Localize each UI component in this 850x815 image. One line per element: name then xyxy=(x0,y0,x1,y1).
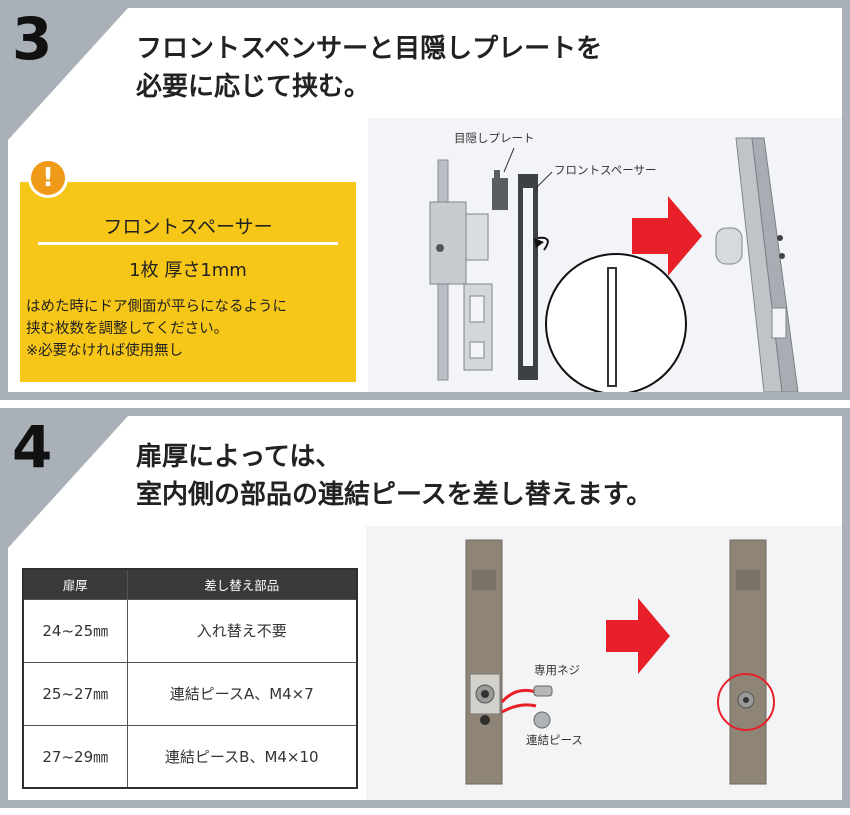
red-arrow-icon xyxy=(632,196,702,276)
note-body-line-2: 挟む枚数を調整してください。 xyxy=(26,321,229,337)
red-arrow-icon xyxy=(606,598,670,674)
note-spec: 1枚 厚さ1mm xyxy=(129,260,247,281)
cell-part: 連結ピースB、M4×10 xyxy=(127,724,357,788)
step-3-title: フロントスペンサーと目隠しプレートを 必要に応じて挟む。 xyxy=(136,30,602,106)
step-3-content: 3 フロントスペンサーと目隠しプレートを 必要に応じて挟む。 ! フロントスペー… xyxy=(8,8,842,392)
cover-plate-label: 目隠しプレート xyxy=(454,131,535,145)
screw-label: 専用ネジ xyxy=(534,663,580,677)
front-spacer-image xyxy=(518,174,538,380)
step-4-title-line-1: 扉厚によっては、 xyxy=(136,442,342,472)
note-body: はめた時にドア側面が平らになるように 挟む枚数を調整してください。 ※必要なけれ… xyxy=(26,296,356,362)
indoor-plate-before-image xyxy=(465,539,503,785)
cover-plate-image xyxy=(492,170,508,210)
screw-image xyxy=(533,685,553,697)
indoor-plate-after-image xyxy=(717,539,775,785)
step-3-title-line-1: フロントスペンサーと目隠しプレートを xyxy=(136,34,603,64)
cell-part: 入れ替え不要 xyxy=(127,598,357,662)
note-body-line-1: はめた時にドア側面が平らになるように xyxy=(26,299,287,315)
replacement-parts-table: 扉厚 差し替え部品 24~25㎜ 入れ替え不要 25~27㎜ 連結ピースA、M4… xyxy=(22,568,358,789)
cell-part: 連結ピースA、M4×7 xyxy=(127,661,357,725)
cell-thickness: 24~25㎜ xyxy=(23,598,128,662)
exclamation-icon: ! xyxy=(28,158,68,198)
header-replacement-part: 差し替え部品 xyxy=(127,569,357,599)
step-4-panel: 4 扉厚によっては、 室内側の部品の連結ピースを差し替えます。 扉厚 差し替え部… xyxy=(0,408,850,808)
step-4-corner-tab xyxy=(8,416,128,548)
step-4-number: 4 xyxy=(12,416,53,481)
step-3-photo: 目隠しプレート フロントスペーサー xyxy=(368,118,842,392)
note-divider xyxy=(38,242,338,245)
table-row: 24~25㎜ 入れ替え不要 xyxy=(23,598,357,662)
step-3-corner-tab xyxy=(8,8,128,140)
note-body-line-3: ※必要なければ使用無し xyxy=(26,343,184,359)
step-4-content: 4 扉厚によっては、 室内側の部品の連結ピースを差し替えます。 扉厚 差し替え部… xyxy=(8,416,842,800)
step-4-title: 扉厚によっては、 室内側の部品の連結ピースを差し替えます。 xyxy=(136,438,652,514)
connecting-piece-image xyxy=(533,711,551,729)
cell-thickness: 27~29㎜ xyxy=(23,724,128,788)
note-title: フロントスペーサー xyxy=(103,216,273,238)
plate-illustration xyxy=(465,539,775,785)
step-4-photo: 専用ネジ 連結ピース xyxy=(366,526,842,800)
assembled-lock-image xyxy=(715,137,799,392)
front-spacer-note xyxy=(20,182,356,382)
front-spacer-label: フロントスペーサー xyxy=(554,163,657,177)
step-4-title-line-2: 室内側の部品の連結ピースを差し替えます。 xyxy=(136,480,653,510)
lock-parts-illustration xyxy=(429,137,799,392)
table-row: 27~29㎜ 連結ピースB、M4×10 xyxy=(23,724,357,788)
step-3-panel: 3 フロントスペンサーと目隠しプレートを 必要に応じて挟む。 ! フロントスペー… xyxy=(0,0,850,400)
zoom-circle xyxy=(534,236,687,392)
step-3-title-line-2: 必要に応じて挟む。 xyxy=(136,72,371,102)
table-header-row: 扉厚 差し替え部品 xyxy=(23,569,357,599)
lock-case-image xyxy=(429,159,493,381)
table-row: 25~27㎜ 連結ピースA、M4×7 xyxy=(23,661,357,725)
cell-thickness: 25~27㎜ xyxy=(23,661,128,725)
header-door-thickness: 扉厚 xyxy=(23,569,128,599)
connecting-piece-label: 連結ピース xyxy=(526,733,583,747)
step-3-number: 3 xyxy=(12,8,53,73)
